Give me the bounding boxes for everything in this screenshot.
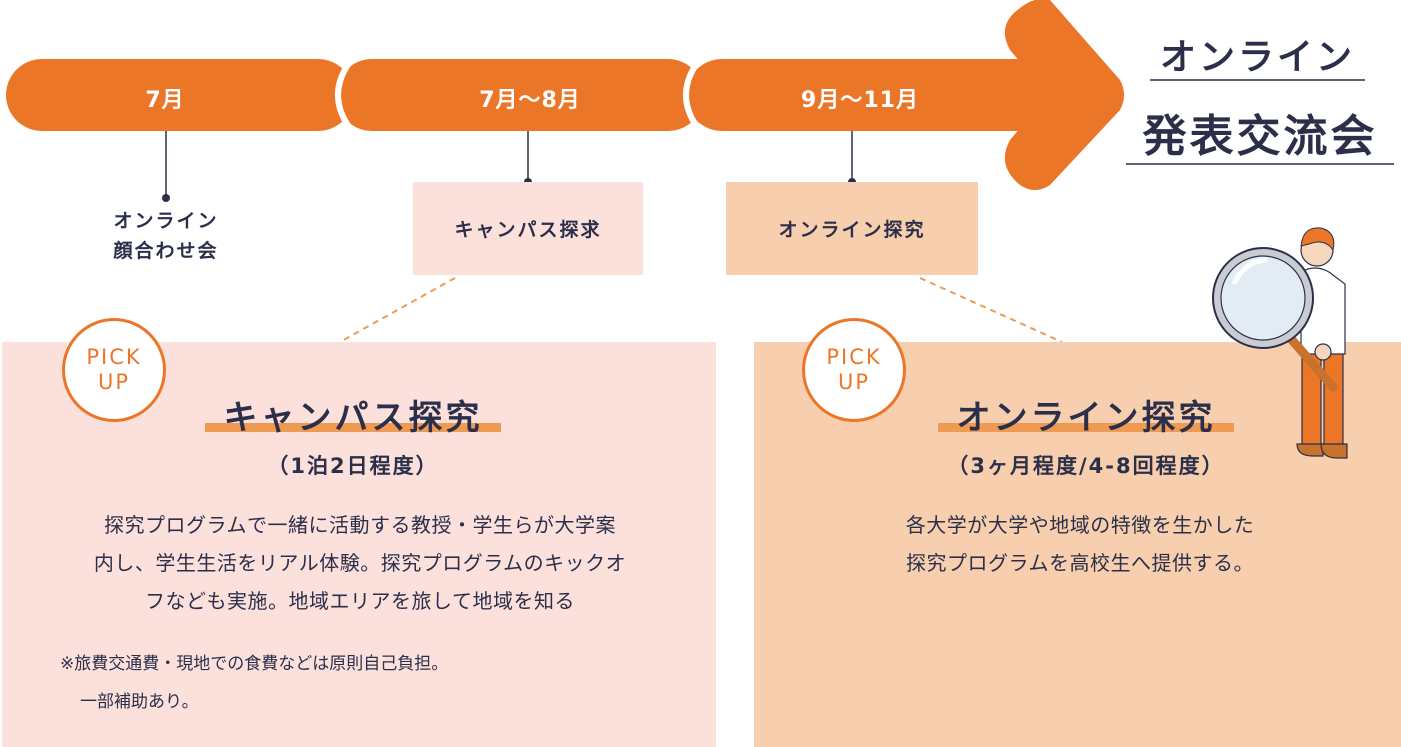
magnifier-person-illustration	[1212, 227, 1348, 459]
pickup-badge-1: PICK UP	[62, 318, 166, 422]
arrow-head	[1004, 0, 1124, 190]
segment-1	[6, 59, 354, 131]
panel-campus-title: キャンパス探究	[223, 398, 483, 438]
panel-campus-subtitle: （1泊2日程度）	[267, 454, 439, 478]
panel-online-title: オンライン探究	[956, 398, 1216, 438]
note-line: ※旅費交通費・現地での食費などは原則自己負担。	[60, 654, 449, 674]
panel-campus-note: ※旅費交通費・現地での食費などは原則自己負担。 一部補助あり。	[60, 645, 680, 721]
body-line: 各大学が大学や地域の特徴を生かした	[905, 513, 1255, 537]
stage-online-meeting: オンライン 顔合わせ会	[113, 210, 219, 262]
pickup-badge-line1: PICK	[826, 345, 882, 369]
pickup-badge-line2: UP	[97, 370, 131, 394]
body-line: 探究プログラムを高校生へ提供する。	[906, 551, 1254, 575]
panel-online-subtitle: （3ヶ月程度/4-8回程度）	[947, 454, 1225, 478]
panel-campus-body: 探究プログラムで一緒に活動する教授・学生らが大学案 内し、学生生活をリアル体験。…	[20, 506, 700, 620]
stage-campus: キャンパス探求	[413, 182, 643, 275]
stage-online-inquiry: オンライン探究	[726, 182, 978, 275]
body-line: 探究プログラムで一緒に活動する教授・学生らが大学案	[104, 513, 616, 537]
final-title-line2: 発表交流会	[1142, 111, 1378, 162]
pickup-badge-2: PICK UP	[802, 318, 906, 422]
segment-2	[336, 59, 704, 131]
note-line: 一部補助あり。	[80, 692, 199, 712]
month-label-3: 9月〜11月	[801, 88, 919, 113]
month-label-2: 7月〜8月	[479, 88, 581, 113]
pickup-badge-line2: UP	[837, 370, 871, 394]
final-title-line1: オンライン	[1159, 37, 1355, 78]
panel-online-body: 各大学が大学や地域の特徴を生かした 探究プログラムを高校生へ提供する。	[780, 506, 1380, 582]
pickup-badge-line1: PICK	[86, 345, 142, 369]
body-line: フなども実施。地域エリアを旅して地域を知る	[145, 589, 575, 613]
segment-3	[686, 59, 1046, 131]
title-underline-2	[938, 423, 1234, 432]
body-line: 内し、学生生活をリアル体験。探究プログラムのキックオ	[93, 551, 627, 575]
month-label-1: 7月	[145, 88, 185, 113]
title-underline-1	[205, 423, 501, 432]
